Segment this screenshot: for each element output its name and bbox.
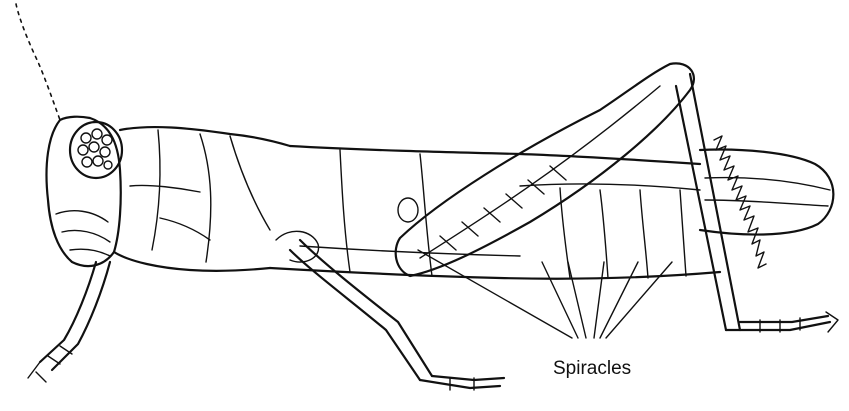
antenna	[16, 4, 60, 120]
front-leg	[28, 262, 110, 382]
hind-femur	[396, 63, 694, 276]
hind-tarsus	[726, 312, 838, 332]
thorax	[114, 127, 290, 271]
spiracle-pointers	[418, 250, 672, 338]
compound-eye	[70, 122, 122, 178]
forewing	[700, 150, 833, 235]
head	[47, 117, 121, 266]
abdomen	[270, 146, 720, 279]
spiracles-label: Spiracles	[553, 358, 631, 379]
